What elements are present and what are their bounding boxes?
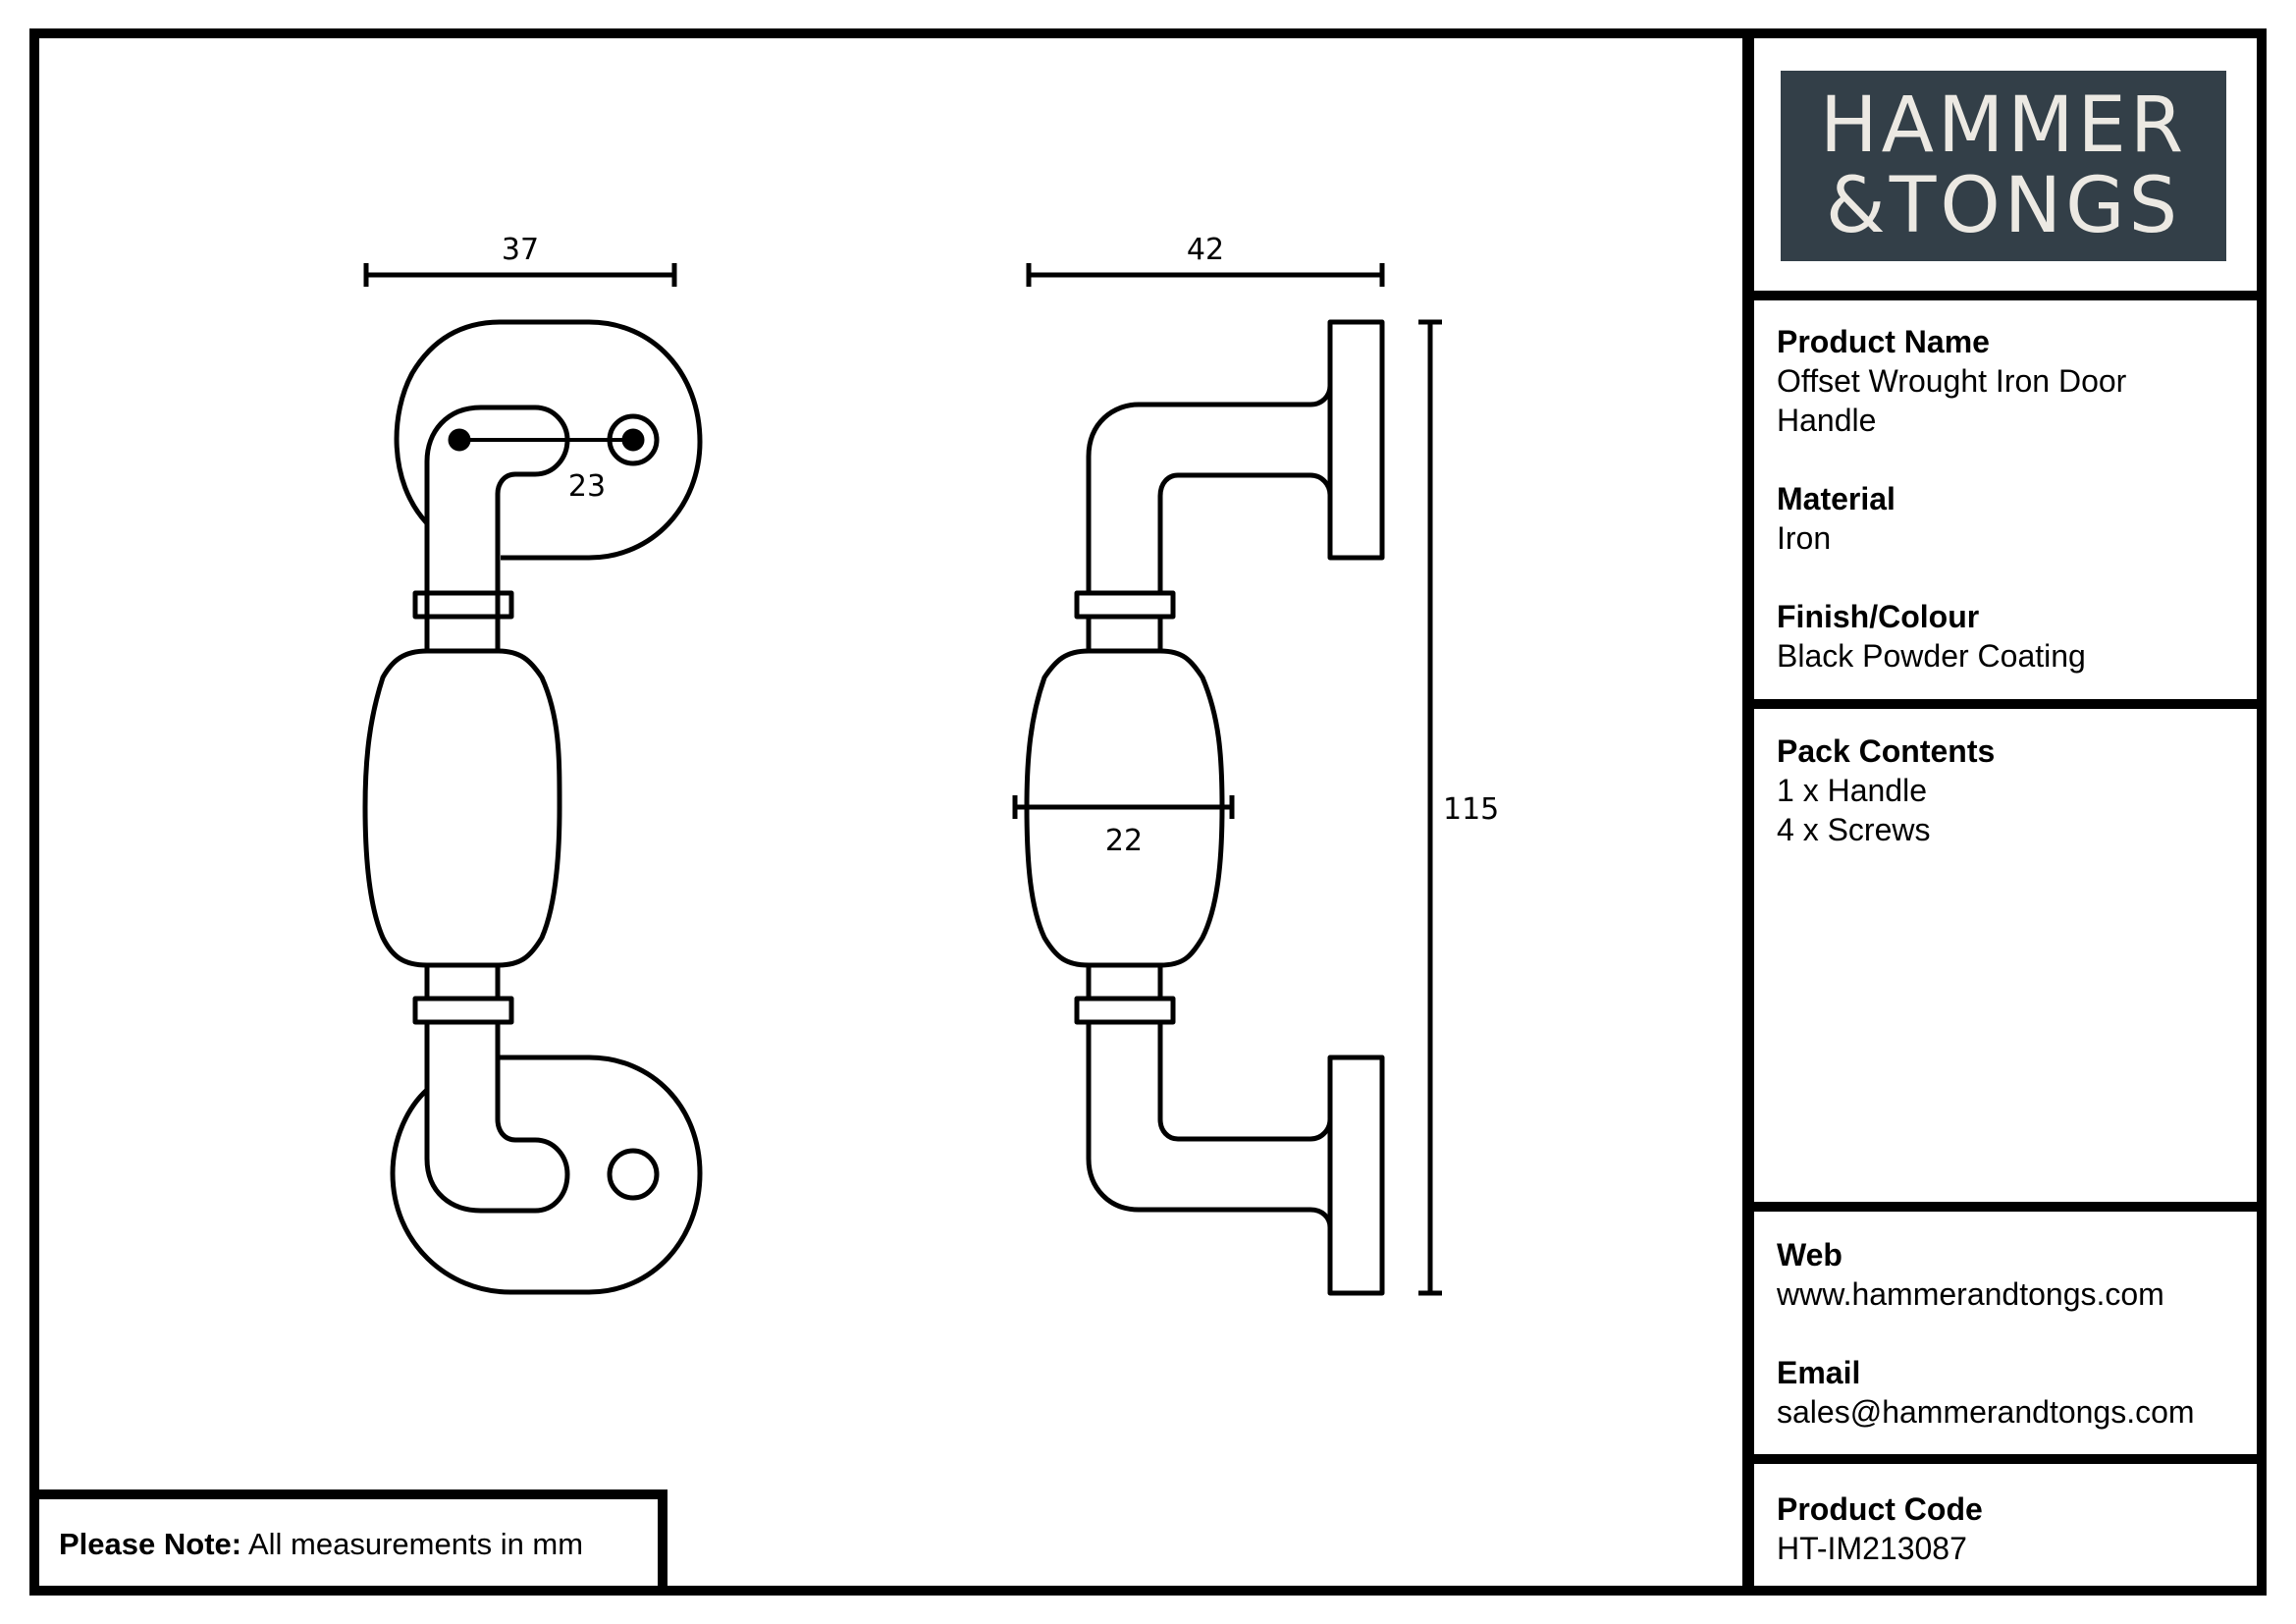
web-link[interactable]: www.hammerandtongs.com (1777, 1276, 2164, 1312)
email-label: Email (1777, 1355, 1861, 1390)
web-label: Web (1777, 1237, 1842, 1272)
finish-label: Finish/Colour (1777, 599, 1980, 634)
section-divider (1742, 1202, 2267, 1212)
dim-grip-diameter: 22 (1105, 824, 1143, 858)
side-view (1012, 263, 1442, 1296)
finish-value: Black Powder Coating (1777, 638, 2086, 674)
section-divider (1742, 291, 2267, 300)
pack-contents-label: Pack Contents (1777, 733, 1996, 769)
note-text: All measurements in mm (247, 1527, 584, 1561)
technical-drawing: 37 23 42 22 115 (362, 233, 1499, 1296)
email-link[interactable]: sales@hammerandtongs.com (1777, 1394, 2195, 1430)
pack-item: 4 x Screws (1777, 812, 1931, 847)
section-divider (1742, 1454, 2267, 1464)
note-label: Please Note: (59, 1527, 242, 1561)
front-view (362, 263, 703, 1295)
dim-front-width: 37 (502, 233, 539, 267)
product-name-value-2: Handle (1777, 403, 1877, 438)
pack-contents: Pack Contents 1 x Handle 4 x Screws (1777, 731, 2248, 849)
measurement-note: Please Note: All measurements in mm (29, 1489, 667, 1596)
dim-fixing-centres: 23 (568, 469, 606, 504)
product-name-value: Offset Wrought Iron Door (1777, 363, 2127, 399)
brand-logo: HAMMER &TONGS (1781, 71, 2226, 261)
logo-text-hammer: HAMMER (1819, 81, 2188, 170)
drawing-frame (29, 28, 2267, 1596)
pack-item: 1 x Handle (1777, 773, 1927, 808)
contact-info: Web www.hammerandtongs.com Email sales@h… (1777, 1235, 2248, 1432)
section-divider (1742, 699, 2267, 709)
material-label: Material (1777, 481, 1896, 516)
material-value: Iron (1777, 520, 1832, 556)
ampersand-glyph: & (1825, 162, 1890, 250)
product-details: Product Name Offset Wrought Iron Door Ha… (1777, 322, 2248, 676)
dim-overall-height: 115 (1443, 792, 1499, 827)
product-code: Product Code HT-IM213087 (1777, 1489, 2248, 1568)
product-name-label: Product Name (1777, 324, 1990, 359)
logo-text-tongs: &TONGS (1781, 167, 2226, 245)
product-code-label: Product Code (1777, 1491, 1983, 1527)
product-code-value: HT-IM213087 (1777, 1531, 1967, 1566)
dim-side-projection: 42 (1187, 233, 1224, 267)
keyhole-tongs: TONGS (1889, 162, 2182, 250)
